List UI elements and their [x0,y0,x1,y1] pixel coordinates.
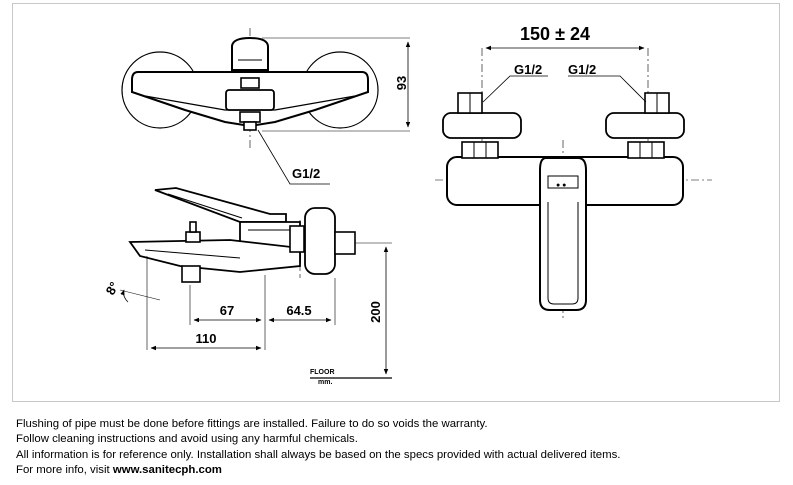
more-info-prefix: For more info, visit [16,464,113,477]
unit-label: mm. [318,379,332,386]
floor-label: FLOOR [310,369,335,376]
spacing-dim: 150 ± 24 [520,24,590,44]
dim-64-5: 64.5 [286,303,311,318]
note-cleaning: Follow cleaning instructions and avoid u… [16,433,358,446]
front-thread-label: G1/2 [292,166,320,181]
side-view [119,187,392,379]
website-link[interactable]: www.sanitecph.com [112,464,222,477]
wall-view [435,45,712,318]
dim-110: 110 [196,331,217,346]
front-view [121,28,411,185]
note-reference: All information is for reference only. I… [16,448,621,461]
front-height-dim: 93 [394,76,409,90]
dim-67: 67 [220,303,234,318]
technical-drawing: 93 G1/2 [103,24,712,386]
dim-200: 200 [368,301,383,323]
angle-label: 8° [103,279,122,297]
thread-left-label: G1/2 [514,62,542,77]
note-flushing: Flushing of pipe must be done before fit… [16,418,488,430]
note-more-info: For more info, visit www.sanitecph.com [16,463,786,478]
thread-right-label: G1/2 [568,62,596,77]
notes-block: Flushing of pipe must be done before fit… [16,417,786,479]
handle-marker-dots: ● ● [556,182,566,189]
